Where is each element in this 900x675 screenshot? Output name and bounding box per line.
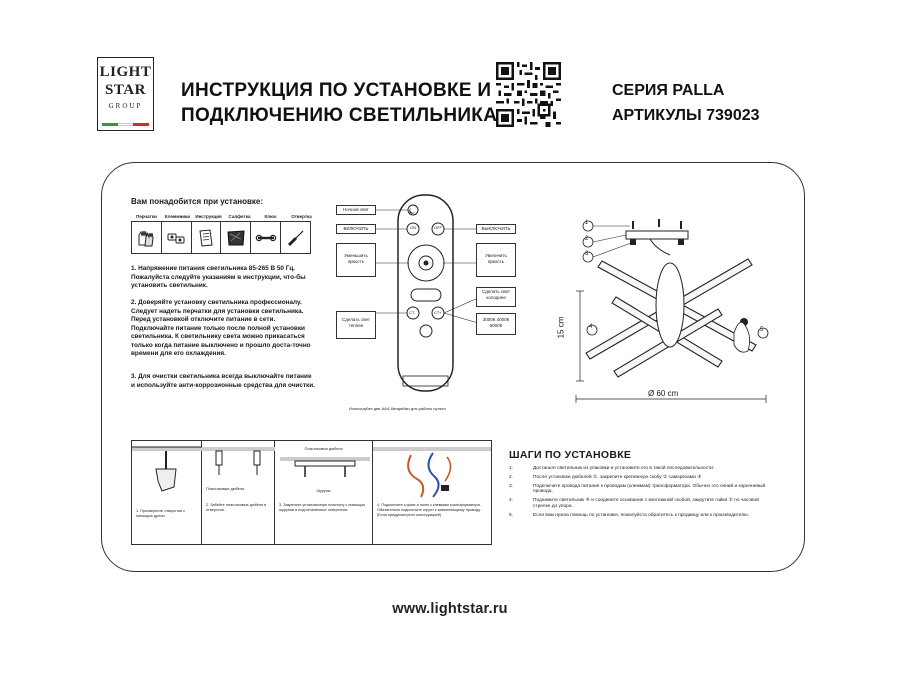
series-info: СЕРИЯ PALLA АРТИКУЛЫ 739023 bbox=[612, 78, 760, 128]
tools-labels: Перчатки Клеммники Инструкция Салфетка К… bbox=[131, 214, 317, 219]
timer-button bbox=[419, 324, 433, 338]
page-title: ИНСТРУКЦИЯ ПО УСТАНОВКЕ И ПОДКЛЮЧЕНИЮ СВ… bbox=[181, 78, 497, 128]
callout-4: 4 bbox=[589, 324, 593, 330]
bulb-icon bbox=[423, 260, 429, 266]
height-label: 15 cm bbox=[556, 316, 566, 339]
wrench-icon bbox=[251, 222, 282, 253]
remote-diagram bbox=[373, 194, 479, 392]
dowels-label: Пластиковые дюбеля bbox=[206, 487, 244, 491]
tool-label-manual: Инструкция bbox=[195, 214, 222, 219]
install-cell-wiring: 4. Подключите к фазе и нолю к клеммам тр… bbox=[373, 441, 491, 544]
label-warmer: Сделать свет теплее bbox=[336, 311, 376, 339]
step-item: 4.Поднимите светильник ④ и соедините осн… bbox=[509, 498, 759, 509]
mode-button bbox=[410, 288, 442, 302]
gloves-icon bbox=[132, 222, 162, 253]
install-steps-panel: 1. Просверлите отверстия с помощью дрели… bbox=[131, 440, 492, 545]
italian-flag-icon bbox=[102, 123, 150, 126]
brand-logo: LIGHT STAR GROUP bbox=[97, 57, 154, 131]
tools-title: Вам понадобится при установке: bbox=[131, 197, 264, 206]
callout-1: 1 bbox=[585, 220, 589, 226]
title-line-1: ИНСТРУКЦИЯ ПО УСТАНОВКЕ И bbox=[181, 80, 492, 101]
label-temperatures: 3000К 4000К 6000К bbox=[476, 313, 516, 335]
manual-icon bbox=[192, 222, 222, 253]
install-caption-1: 1. Просверлите отверстия с помощью дрели… bbox=[136, 509, 186, 518]
dimension-lines bbox=[575, 290, 767, 403]
logo-text-light: LIGHT bbox=[99, 64, 152, 80]
screws-label: Шурупы bbox=[316, 489, 331, 493]
step-item: 3.Подключите провода питания к проводам … bbox=[509, 483, 766, 495]
terminals-icon bbox=[162, 222, 192, 253]
step-item: 1.Достаньте светильник из упаковки и уст… bbox=[509, 466, 715, 471]
steps-list: 1.Достаньте светильник из упаковки и уст… bbox=[509, 466, 769, 522]
tools-row bbox=[131, 221, 311, 254]
label-cooler: Сделать свет холоднее bbox=[476, 287, 516, 307]
battery-note: Используйте две ААА батарейки для работы… bbox=[349, 406, 446, 411]
label-night-light: Ночной свет bbox=[336, 205, 376, 215]
title-line-2: ПОДКЛЮЧЕНИЮ СВЕТИЛЬНИКА bbox=[181, 105, 498, 126]
screwdriver-icon bbox=[281, 222, 310, 253]
callout-3: 3 bbox=[585, 251, 589, 257]
diameter-label: Ø 60 cm bbox=[648, 389, 679, 398]
dowels-icon bbox=[202, 447, 275, 475]
install-cell-drill: 1. Просверлите отверстия с помощью дрели… bbox=[132, 441, 202, 544]
label-decrease-brightness: Уменьшить яркость bbox=[336, 243, 376, 277]
tool-label-wrench: Ключ bbox=[264, 214, 277, 219]
install-caption-3: 3. Закрепите установочную пластину с пом… bbox=[279, 503, 366, 512]
ct-minus-label: CT- bbox=[409, 310, 416, 315]
install-cell-dowels: Пластиковые дюбеля 2. Забейте пластиковы… bbox=[202, 441, 275, 544]
tool-label-screwdriver: Отвертка bbox=[291, 214, 312, 219]
moon-icon bbox=[409, 208, 415, 214]
step-item: 2.После установки дюбелей ①, закрепите к… bbox=[509, 474, 702, 480]
lamp-diagram bbox=[575, 219, 769, 403]
steps-title: ШАГИ ПО УСТАНОВКЕ bbox=[509, 449, 632, 461]
label-turn-off: ВЫКЛЮЧИТЬ bbox=[476, 224, 516, 234]
drill-icon bbox=[132, 446, 202, 492]
tool-label-napkin: Салфетка bbox=[228, 214, 251, 219]
wiring-icon bbox=[373, 447, 491, 498]
install-caption-2: 2. Забейте пластиковые дюбеля в отверсти… bbox=[206, 503, 267, 512]
napkin-icon bbox=[221, 222, 252, 253]
content-frame bbox=[101, 162, 805, 572]
instruction-cleaning: 3. Для очистки светильника всегда выключ… bbox=[131, 373, 315, 389]
instruction-professional: 2. Доверяйте установку светильника профе… bbox=[131, 299, 311, 357]
bracket-mount-icon bbox=[280, 457, 370, 477]
callout-5: 5 bbox=[760, 327, 764, 333]
install-cell-bracket: Пластиковые дюбеля Шурупы 3. Закрепите у… bbox=[275, 441, 373, 544]
series-name: СЕРИЯ PALLA bbox=[612, 82, 725, 99]
callout-2: 2 bbox=[585, 236, 589, 242]
tool-label-terminals: Клеммники bbox=[164, 214, 191, 219]
dowels-top-label: Пластиковые дюбеля bbox=[304, 447, 343, 451]
qr-code-icon[interactable] bbox=[496, 62, 561, 127]
logo-text-group: GROUP bbox=[108, 102, 143, 110]
ct-plus-label: CT+ bbox=[434, 310, 442, 315]
step-item: 5.Если вам нужна помощь по установке, по… bbox=[509, 512, 750, 518]
lamp-base bbox=[655, 262, 685, 348]
website-link[interactable]: www.lightstar.ru bbox=[392, 601, 508, 617]
off-button-label: OFF bbox=[434, 225, 442, 230]
logo-text-star: STAR bbox=[105, 82, 146, 98]
mounting-bracket bbox=[625, 230, 689, 240]
remote-callout-lines bbox=[373, 209, 479, 324]
label-increase-brightness: Увеличить яркость bbox=[476, 243, 516, 277]
label-turn-on: ВКЛЮЧИТЬ bbox=[336, 224, 376, 234]
tool-label-gloves: Перчатки bbox=[136, 214, 157, 219]
install-caption-4: 4. Подключите к фазе и нолю к клеммам тр… bbox=[377, 503, 481, 517]
battery-cover bbox=[402, 375, 449, 387]
hand-icon bbox=[733, 321, 750, 353]
instruction-voltage: 1. Напряжение питания светильника 85-265… bbox=[131, 265, 306, 289]
on-button-label: ON bbox=[410, 225, 416, 230]
article-number: АРТИКУЛЫ 739023 bbox=[612, 107, 760, 124]
